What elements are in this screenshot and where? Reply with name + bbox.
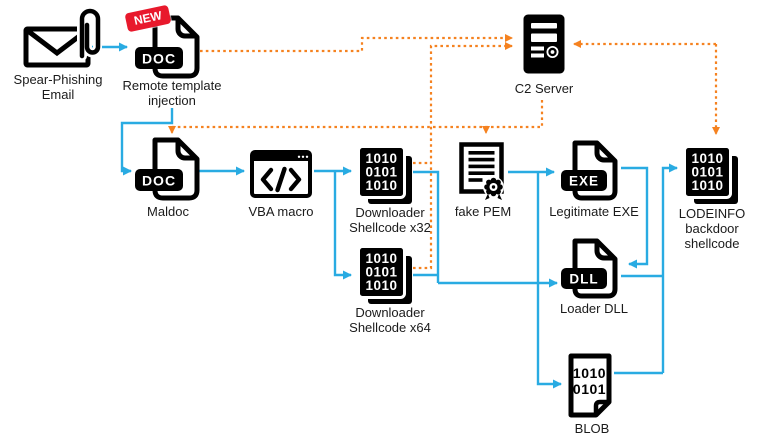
edge-downloaders-to-c2	[413, 42, 513, 270]
binary-shellcode-icon: 1010 0101 1010	[357, 245, 412, 304]
vba-macro-label: VBA macro	[248, 204, 314, 219]
edge-exe-to-loader-dll	[621, 166, 649, 269]
c2-server-label: C2 Server	[514, 81, 574, 96]
binary-line: 1010	[365, 178, 397, 193]
remote-template-injection-node: DOC	[134, 15, 202, 79]
vba-macro-node	[250, 150, 312, 198]
fake-pem-label: fake PEM	[454, 204, 512, 219]
binary-line: 0101	[573, 381, 606, 397]
doc-badge-label: DOC	[142, 51, 176, 67]
downloader-shellcode-x64-label: Downloader Shellcode x64	[349, 305, 431, 335]
fake-pem-node	[458, 141, 508, 201]
blob-node: 1010 0101	[565, 352, 615, 420]
certificate-icon	[459, 142, 504, 200]
edge-remote-template-to-c2	[200, 34, 513, 53]
exe-file-icon: EXE	[561, 140, 618, 201]
dll-badge-label: DLL	[569, 272, 598, 287]
edge-remote-template-to-maldoc	[120, 108, 174, 176]
doc-file-icon: DOC	[135, 137, 200, 201]
downloader-shellcode-x32-node: 1010 0101 1010	[357, 145, 415, 207]
spear-phishing-email-label: Spear-Phishing Email	[13, 72, 103, 102]
downloader-shellcode-x64-node: 1010 0101 1010	[357, 245, 415, 307]
binary-blob-icon: 1010 0101	[568, 353, 612, 418]
loader-dll-node: DLL	[561, 238, 621, 299]
edge-x32-out	[413, 170, 440, 283]
edge-pem-to-blob	[536, 172, 562, 389]
dll-file-icon: DLL	[561, 238, 618, 299]
doc-badge-label: DOC	[142, 173, 176, 189]
binary-line: 1010	[365, 278, 397, 293]
lodeinfo-backdoor-node: 1010 0101 1010	[683, 145, 741, 207]
edge-dll-blob-to-lodeinfo	[661, 163, 678, 373]
legitimate-exe-label: Legitimate EXE	[549, 204, 639, 219]
remote-template-injection-label: Remote template injection	[122, 78, 222, 108]
binary-line: 0101	[365, 265, 397, 280]
legitimate-exe-node: EXE	[561, 140, 621, 201]
maldoc-node: DOC	[134, 137, 202, 201]
binary-shellcode-icon: 1010 0101 1010	[683, 145, 738, 204]
email-attachment-icon	[23, 6, 102, 68]
blob-label: BLOB	[574, 421, 610, 436]
binary-line: 0101	[365, 165, 397, 180]
c2-server-node	[521, 12, 567, 76]
binary-line: 1010	[573, 365, 606, 381]
binary-line: 1010	[691, 178, 723, 193]
binary-line: 1010	[365, 151, 397, 166]
edge-c2-to-maldoc	[168, 100, 544, 134]
doc-file-icon: DOC	[135, 15, 200, 79]
exe-badge-label: EXE	[569, 174, 599, 189]
downloader-shellcode-x32-label: Downloader Shellcode x32	[349, 205, 431, 235]
edge-vba-to-shellcode-x64	[333, 171, 352, 280]
binary-line: 0101	[691, 165, 723, 180]
lodeinfo-backdoor-label: LODEINFO backdoor shellcode	[678, 206, 746, 251]
loader-dll-label: Loader DLL	[560, 301, 628, 316]
code-window-icon	[250, 150, 312, 198]
spear-phishing-email-node	[22, 4, 102, 70]
binary-shellcode-icon: 1010 0101 1010	[357, 145, 412, 204]
maldoc-label: Maldoc	[147, 204, 189, 219]
binary-line: 1010	[365, 251, 397, 266]
server-icon	[523, 14, 565, 74]
binary-line: 1010	[691, 151, 723, 166]
